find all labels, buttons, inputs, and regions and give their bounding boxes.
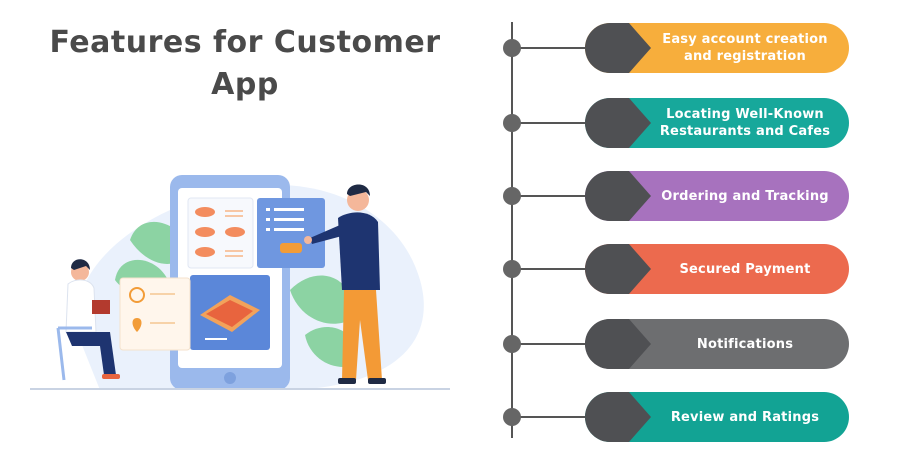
food-ordering-illustration: [30, 175, 450, 390]
timeline-connector: [511, 47, 591, 49]
timeline-dot: [503, 39, 521, 57]
feature-pill-shape: [585, 98, 849, 148]
order-card: [257, 198, 325, 268]
feature-pill-shape: [585, 244, 849, 294]
man-figure: [304, 184, 386, 384]
feature-label: Easy account creation and registration: [651, 23, 839, 73]
feature-pill: Notifications: [585, 319, 849, 369]
timeline-connector: [511, 343, 591, 345]
feature-item: Notifications: [503, 319, 851, 371]
feature-label-line-1: Secured Payment: [679, 261, 811, 277]
feature-pill: Secured Payment: [585, 244, 849, 294]
feature-label: Secured Payment: [651, 244, 839, 294]
timeline-dot: [503, 408, 521, 426]
timeline-dot: [503, 260, 521, 278]
timeline-dot: [503, 187, 521, 205]
feature-pill-shape: [585, 171, 849, 221]
feature-label-line-1: Ordering and Tracking: [661, 188, 829, 204]
timeline-dot: [503, 114, 521, 132]
timeline-line: [511, 22, 513, 438]
feature-label-line-1: Notifications: [696, 336, 794, 352]
title-line-1: Features for Customer: [49, 25, 441, 60]
feature-label: Ordering and Tracking: [651, 171, 839, 221]
feature-label: Review and Ratings: [651, 392, 839, 442]
feature-item: Review and Ratings: [503, 392, 851, 444]
feature-pill: Ordering and Tracking: [585, 171, 849, 221]
feature-pill: Review and Ratings: [585, 392, 849, 442]
feature-label-line-2: and registration: [683, 49, 807, 64]
woman-figure: [56, 259, 120, 381]
feature-item: Secured Payment: [503, 244, 851, 296]
timeline-dot: [503, 335, 521, 353]
timeline-connector: [511, 195, 591, 197]
feature-pill-shape: [585, 392, 849, 442]
timeline-connector: [511, 416, 591, 418]
feature-pill: Easy account creation and registration: [585, 23, 849, 73]
feature-label-line-1: Review and Ratings: [670, 409, 820, 425]
timeline-connector: [511, 122, 591, 124]
feature-label-line-1: Easy account creation: [662, 32, 828, 47]
feature-label-line-1: Locating Well-Known: [666, 107, 824, 122]
timeline-connector: [511, 268, 591, 270]
feature-item: Easy account creation and registration: [503, 23, 851, 75]
feature-item: Ordering and Tracking: [503, 171, 851, 223]
title-line-2: App: [211, 67, 279, 102]
feature-pill-shape: [585, 319, 849, 369]
page-title: Features for Customer App: [20, 22, 470, 106]
feature-label: Notifications: [651, 319, 839, 369]
feature-pill-shape: [585, 23, 849, 73]
feature-label-line-2: Restaurants and Cafes: [659, 124, 831, 139]
